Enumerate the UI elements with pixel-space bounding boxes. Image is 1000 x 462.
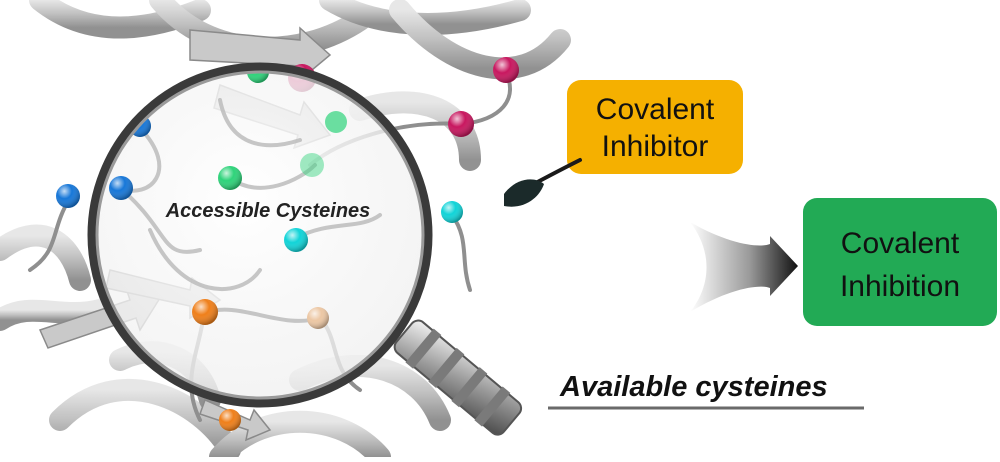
available-cysteines-caption: Available cysteines: [548, 371, 864, 410]
gradient-arrow-icon: [690, 222, 798, 312]
covalent-inhibition-box: Covalent Inhibition: [803, 198, 997, 326]
warhead-icon: [504, 158, 582, 207]
inhibition-line-1: Covalent: [841, 227, 960, 260]
inhibitor-line-1: Covalent: [596, 93, 715, 126]
accessible-cysteines-label: Accessible Cysteines: [165, 200, 371, 222]
magnifying-glass-icon: Accessible Cysteines: [87, 62, 523, 436]
caption-text: Available cysteines: [559, 371, 828, 403]
inhibition-line-2: Inhibition: [840, 270, 960, 303]
covalent-inhibitor-box: Covalent Inhibitor: [567, 80, 743, 174]
inhibitor-line-2: Inhibitor: [602, 130, 709, 163]
